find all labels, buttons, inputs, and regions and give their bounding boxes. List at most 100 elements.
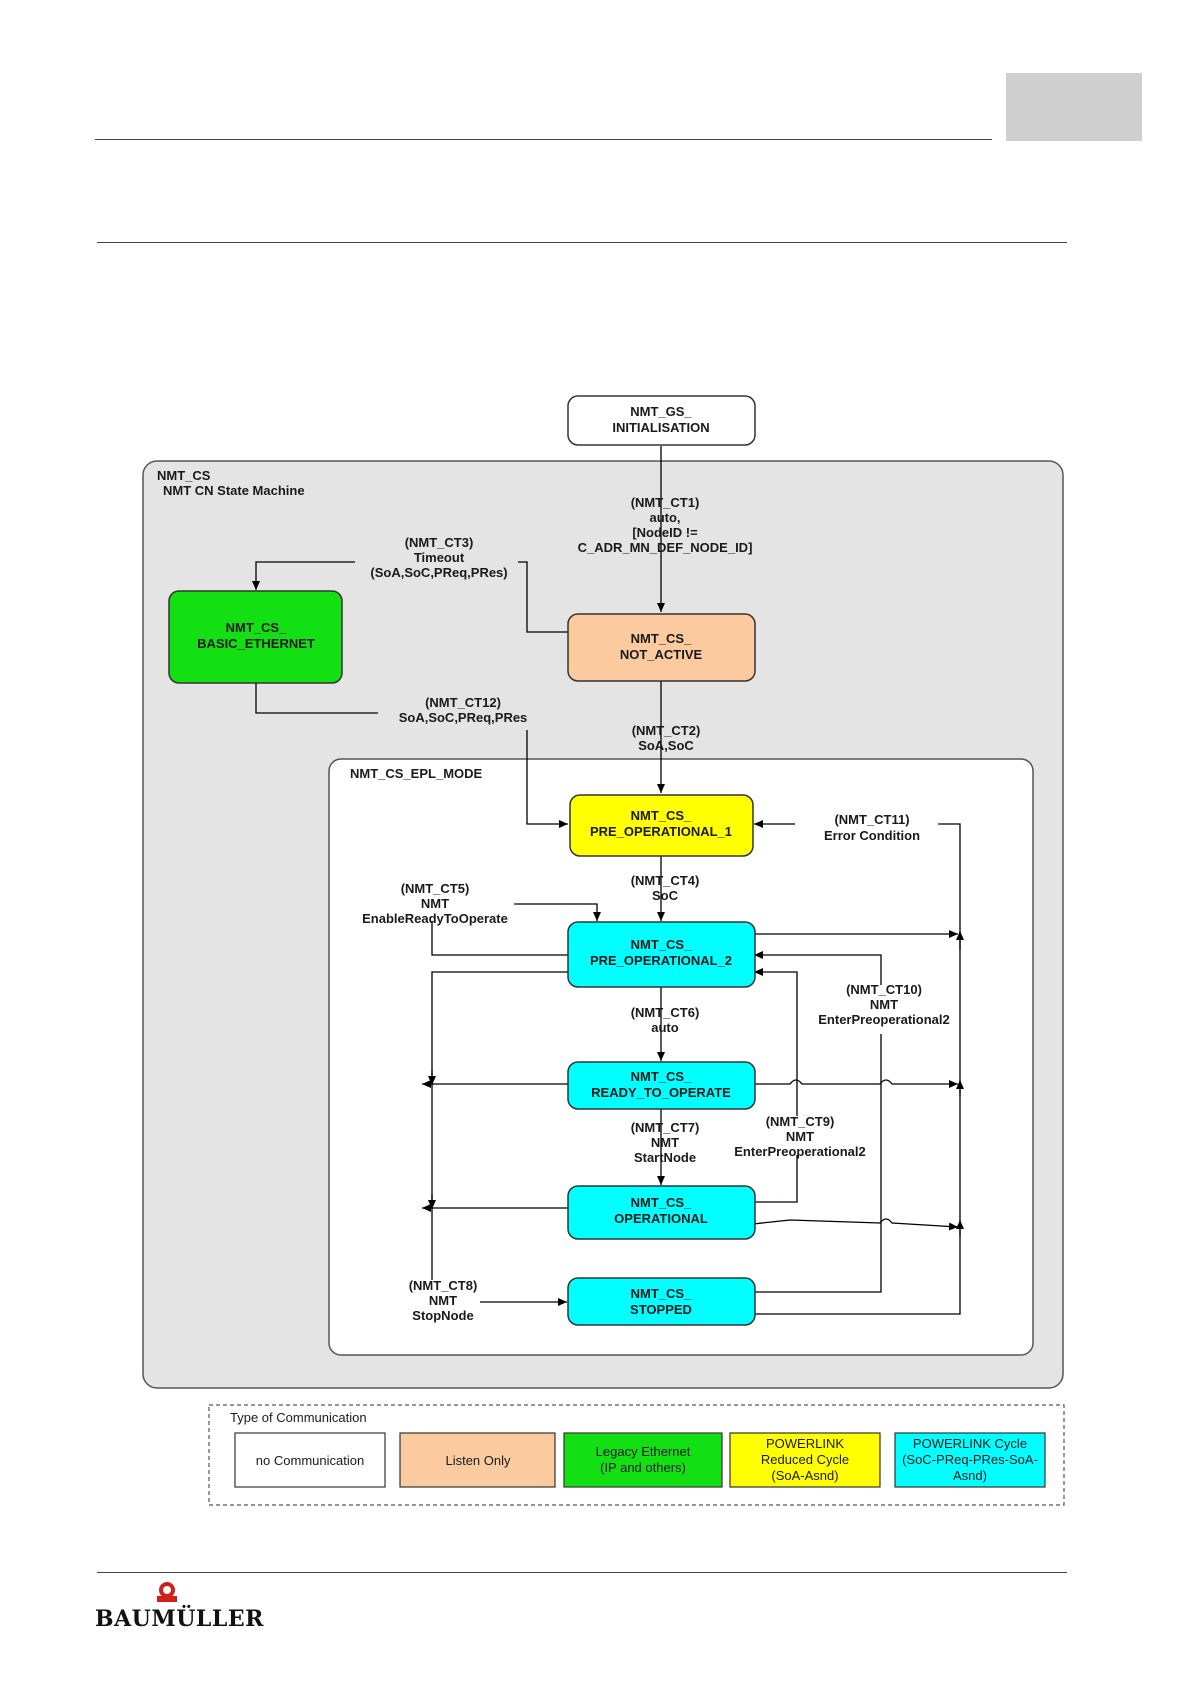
svg-text:(SoA,SoC,PReq,PRes): (SoA,SoC,PReq,PRes) [370,565,507,580]
svg-text:NMT: NMT [429,1293,457,1308]
transition-label-ct6: (NMT_CT6) auto [631,1005,700,1035]
transition-label-ct9: (NMT_CT9) NMT EnterPreoperational2 [734,1114,866,1159]
svg-text:(NMT_CT12): (NMT_CT12) [425,695,501,710]
footer-rule [97,1572,1067,1573]
svg-text:NMT_CS_: NMT_CS_ [631,808,692,823]
state-pre-operational-1: NMT_CS_ PRE_OPERATIONAL_1 [569,794,754,857]
outer-container-label: NMT_CS [157,468,211,483]
svg-text:STOPPED: STOPPED [630,1302,692,1317]
svg-text:EnterPreoperational2: EnterPreoperational2 [818,1012,950,1027]
legend-item-powerlink-reduced: POWERLINK Reduced Cycle (SoA-Asnd) [729,1432,881,1488]
connector-ct3-arrow [252,561,355,590]
svg-text:auto: auto [651,1020,679,1035]
inner-container-label: NMT_CS_EPL_MODE [350,766,483,781]
state-not-active: NMT_CS_ NOT_ACTIVE [567,613,756,682]
outer-container-sublabel: NMT CN State Machine [163,483,305,498]
svg-text:NMT: NMT [786,1129,814,1144]
svg-text:SoA,SoC,PReq,PRes: SoA,SoC,PReq,PRes [399,710,528,725]
state-basic-ethernet: NMT_CS_ BASIC_ETHERNET [168,590,343,684]
svg-text:no Communication: no Communication [256,1453,364,1468]
svg-text:(NMT_CT11): (NMT_CT11) [834,812,909,827]
svg-text:(NMT_CT1): (NMT_CT1) [631,495,700,510]
svg-text:StopNode: StopNode [412,1308,473,1323]
baumueller-logo: BAUMÜLLER [95,1576,263,1632]
svg-text:NOT_ACTIVE: NOT_ACTIVE [620,647,703,662]
svg-text:BASIC_ETHERNET: BASIC_ETHERNET [197,636,315,651]
svg-text:(NMT_CT9): (NMT_CT9) [766,1114,835,1129]
transition-label-ct3: (NMT_CT3) Timeout (SoA,SoC,PReq,PRes) [370,535,507,580]
svg-text:(SoA-Asnd): (SoA-Asnd) [771,1468,838,1483]
svg-text:POWERLINK Cycle: POWERLINK Cycle [913,1436,1027,1451]
state-initialisation: NMT_GS_ INITIALISATION [567,395,756,446]
header-rule-section [97,242,1067,243]
svg-text:NMT: NMT [870,997,898,1012]
svg-text:Error Condition: Error Condition [824,828,920,843]
legend-item-powerlink-cycle: POWERLINK Cycle (SoC-PReq-PRes-SoA- Asnd… [894,1432,1046,1488]
svg-text:NMT_CS_: NMT_CS_ [631,937,692,952]
transition-label-ct7: (NMT_CT7) NMT StartNode [631,1120,700,1165]
connector-ct5-arrow [514,903,601,921]
svg-text:Reduced Cycle: Reduced Cycle [761,1452,849,1467]
svg-text:C_ADR_MN_DEF_NODE_ID]: C_ADR_MN_DEF_NODE_ID] [578,540,753,555]
svg-text:SoC: SoC [652,888,679,903]
svg-text:EnableReadyToOperate: EnableReadyToOperate [362,911,508,926]
legend-item-legacy-ethernet: Legacy Ethernet (IP and others) [563,1432,723,1488]
svg-text:NMT_CS_: NMT_CS_ [631,631,692,646]
svg-text:OPERATIONAL: OPERATIONAL [614,1211,708,1226]
connector-ct12 [255,683,378,714]
connector-ct3 [518,561,568,633]
svg-text:(SoC-PReq-PRes-SoA-: (SoC-PReq-PRes-SoA- [902,1452,1038,1467]
svg-text:auto,: auto, [649,510,680,525]
connector-ct8-bus [431,971,568,1085]
transition-label-ct10: (NMT_CT10) NMT EnterPreoperational2 [818,982,950,1027]
svg-text:(NMT_CT8): (NMT_CT8) [409,1278,478,1293]
transition-label-ct1: (NMT_CT1) auto, [NodeID != C_ADR_MN_DEF_… [578,495,753,555]
transition-label-ct12: (NMT_CT12) SoA,SoC,PReq,PRes [399,695,528,725]
logo-text: BAUMÜLLER [95,1606,264,1632]
svg-text:NMT_CS_: NMT_CS_ [631,1195,692,1210]
svg-text:POWERLINK: POWERLINK [766,1436,844,1451]
connector-oper-error [752,1218,959,1231]
svg-text:Listen Only: Listen Only [445,1453,511,1468]
svg-text:(NMT_CT2): (NMT_CT2) [632,723,701,738]
svg-text:NMT_CS_: NMT_CS_ [631,1286,692,1301]
transition-label-ct11: (NMT_CT11) Error Condition [824,812,920,843]
svg-text:(NMT_CT7): (NMT_CT7) [631,1120,700,1135]
connector-ct10 [753,1034,882,1293]
svg-text:EnterPreoperational2: EnterPreoperational2 [734,1144,866,1159]
svg-text:StartNode: StartNode [634,1150,696,1165]
svg-text:[NodeID !=: [NodeID != [632,525,698,540]
svg-text:INITIALISATION: INITIALISATION [612,420,709,435]
connector-ct10-arrow [754,951,882,985]
inner-container-epl-mode [328,758,1034,1356]
svg-text:NMT: NMT [651,1135,679,1150]
svg-text:(NMT_CT6): (NMT_CT6) [631,1005,700,1020]
svg-text:READY_TO_OPERATE: READY_TO_OPERATE [591,1085,731,1100]
svg-text:(IP and others): (IP and others) [600,1460,686,1475]
logo-mark-icon [157,1582,177,1602]
svg-text:NMT: NMT [421,896,449,911]
svg-text:SoA,SoC: SoA,SoC [638,738,694,753]
transition-label-ct4: (NMT_CT4) SoC [631,873,700,903]
svg-text:(NMT_CT10): (NMT_CT10) [846,982,922,997]
svg-text:(NMT_CT4): (NMT_CT4) [631,873,700,888]
state-operational: NMT_CS_ OPERATIONAL [567,1185,756,1240]
connector-ct5 [431,921,568,956]
transition-label-ct2: (NMT_CT2) SoA,SoC [632,723,701,753]
svg-text:NMT_GS_: NMT_GS_ [630,404,692,419]
state-pre-operational-2: NMT_CS_ PRE_OPERATIONAL_2 [567,921,756,988]
connector-ct9 [753,1155,798,1203]
header-rule-top [95,139,992,140]
legend-item-no-communication: no Communication [234,1432,386,1488]
svg-text:NMT_CS_: NMT_CS_ [226,620,287,635]
state-ready-to-operate: NMT_CS_ READY_TO_OPERATE [567,1061,756,1110]
connector-ct9-arrow [754,968,798,1116]
state-stopped: NMT_CS_ STOPPED [567,1277,756,1326]
transition-label-ct8: (NMT_CT8) NMT StopNode [409,1278,478,1323]
svg-text:Legacy Ethernet: Legacy Ethernet [596,1444,691,1459]
legend-item-listen-only: Listen Only [399,1432,556,1488]
chapter-tab [1006,73,1142,141]
connector-ready-error [753,1079,958,1088]
connector-ct12-arrow [526,730,568,828]
